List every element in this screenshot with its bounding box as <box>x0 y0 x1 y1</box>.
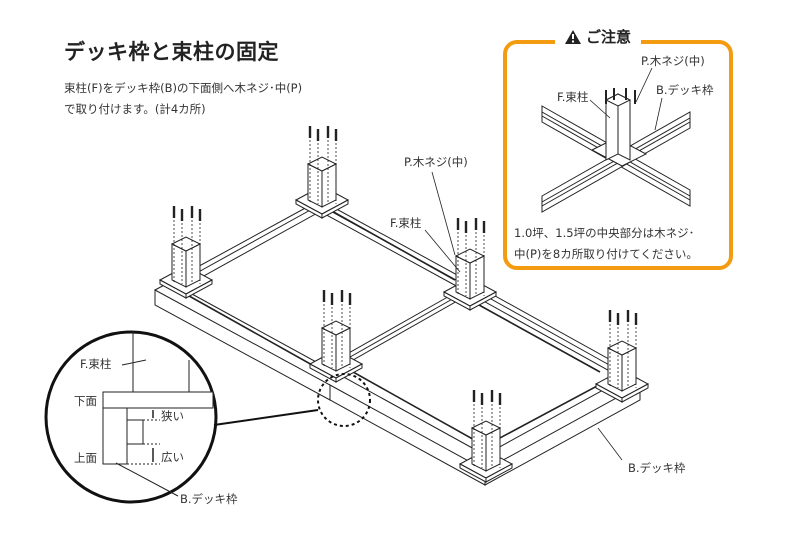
detail-groove <box>126 419 144 445</box>
notice-label-post: F.束柱 <box>557 90 589 104</box>
deck-frame <box>154 199 641 486</box>
instruction-line-1: 束柱(F)をデッキ枠(B)の下面側へ木ネジ･中(P) <box>64 81 303 95</box>
leader-frame <box>597 427 623 461</box>
detail-connector <box>213 409 319 426</box>
post-base-plate-edge <box>335 363 363 383</box>
post-base-plate-edge <box>485 463 513 483</box>
notice-text: 1.0坪、1.5坪の中央部分は木ネジ･ 中(P)を8カ所取り付けてください。 <box>514 223 698 265</box>
detail-plate <box>102 391 214 409</box>
detail-circle <box>44 330 218 504</box>
detail-label-narrow: 狭い <box>161 409 184 423</box>
notice-label-frame: B.デッキ枠 <box>656 83 714 97</box>
label-screw: P.木ネジ(中) <box>404 155 468 169</box>
frame-inner-edge <box>181 291 331 376</box>
leader-screw <box>431 171 456 256</box>
leader-lines <box>424 171 623 461</box>
notice-heading: ご注意 <box>555 26 642 47</box>
instruction-line-2: で取り付けます。(計4カ所) <box>64 102 206 116</box>
detail-label-wide: 広い <box>161 450 184 464</box>
post-base-plate-edge <box>469 291 497 311</box>
post-base-plate-edge <box>621 383 649 403</box>
frame-groove <box>465 284 621 372</box>
notice-text-line-1: 1.0坪、1.5坪の中央部分は木ネジ･ <box>514 226 695 240</box>
warning-triangle-icon <box>565 29 581 44</box>
posts-group <box>158 126 650 483</box>
detail-label-top-face: 上面 <box>74 451 97 465</box>
label-post: F.束柱 <box>390 216 422 230</box>
notice-text-line-2: 中(P)を8カ所取り付けてください。 <box>514 247 698 261</box>
detail-magnifier <box>44 330 371 504</box>
leader-post <box>424 229 461 273</box>
page-title: デッキ枠と束柱の固定 <box>64 40 279 64</box>
post-base-plate-edge <box>185 279 213 299</box>
frame-groove <box>342 292 464 362</box>
frame-beam-front-right <box>329 384 486 486</box>
detail-frame <box>102 407 128 465</box>
notice-heading-text: ご注意 <box>586 28 632 46</box>
notice-label-screw: P.木ネジ(中) <box>641 54 705 68</box>
frame-inner-edge <box>329 209 456 281</box>
label-frame: B.デッキ枠 <box>628 461 686 475</box>
frame-inner-edge <box>469 299 601 373</box>
detail-frame-leader <box>115 462 179 497</box>
detail-focus-circle <box>317 373 371 427</box>
detail-label-frame: B.デッキ枠 <box>180 492 238 506</box>
detail-label-post: F.束柱 <box>80 357 112 371</box>
post-base-plate-edge <box>321 199 349 219</box>
detail-post-leader <box>121 359 147 366</box>
instruction-text: 束柱(F)をデッキ枠(B)の下面側へ木ネジ･中(P) で取り付けます。(計4カ所… <box>64 78 302 120</box>
detail-label-bottom-face: 下面 <box>74 394 97 408</box>
